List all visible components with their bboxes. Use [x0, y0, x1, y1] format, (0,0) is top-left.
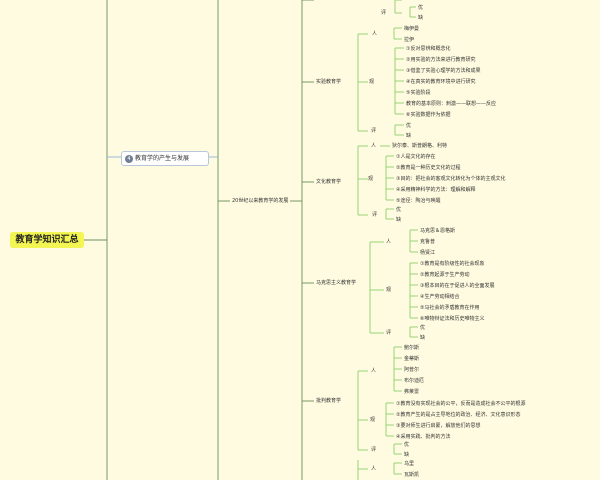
figure-item: 瓦斯凯	[404, 472, 420, 478]
figure-item: 狄尔泰、斯普朗格、利特	[392, 143, 448, 149]
figure-item: 拉伊	[404, 37, 415, 43]
assessment-item: 缺	[418, 15, 424, 21]
view-item: ①人是文化的存在	[396, 154, 436, 160]
view-item: ①教育没有实现社会的公平，反而是造成社会不公平的根源	[396, 401, 526, 407]
figures-key: 人	[386, 239, 392, 245]
views-key: 观	[368, 176, 374, 182]
views-key: 观	[386, 287, 392, 293]
view-item: ②教育是一种历史文化的过程	[396, 165, 461, 171]
view-item: ①反对思辨和概念化	[406, 46, 451, 52]
view-item: ⑥实验数据作为依据	[406, 112, 451, 118]
view-item: ③根本目的在于促进人的全面发展	[420, 283, 495, 289]
figure-item: 金蒂斯	[404, 356, 420, 362]
figure-item: 马克思＆恩格斯	[420, 228, 456, 234]
root-node[interactable]: 教育学知识汇总	[10, 232, 84, 248]
view-item: ④采用精神科学的方法：理解和解释	[396, 187, 476, 193]
assessment-key: 评	[386, 330, 392, 336]
view-item: ②教育产生的是占主导地位的政治、经济、文化意识形态	[396, 412, 521, 418]
view-item: ③要对师生进行启蒙，解放他们的思想	[396, 423, 481, 429]
figure-item: 弗莱雷	[404, 389, 420, 395]
view-item: ⑤实验阶段	[406, 90, 431, 96]
view-item: ③借鉴了实验心理学的方法和成果	[406, 68, 481, 74]
figures-key: 人	[371, 143, 377, 149]
assessment-item: 缺	[396, 217, 402, 223]
view-item: ④生产劳动相结合	[420, 294, 460, 300]
assessment-item: 优	[420, 325, 426, 331]
school-node-cultural[interactable]: 文化教育学	[316, 179, 342, 185]
figure-item: 克鲁普	[420, 239, 436, 245]
assessment-item: 优	[406, 123, 412, 129]
view-item: ⑤途径：陶冶与唤醒	[396, 198, 441, 204]
view-item: ③目的：把社会的客观文化转化为个体的主观文化	[396, 176, 506, 182]
figures-key: 人	[371, 466, 377, 472]
chapter-number-badge: 4	[125, 154, 133, 163]
figure-item: 阿普尔	[404, 367, 420, 373]
view-item: ⑥唯物辩证法和历史唯物主义	[420, 316, 485, 322]
figures-key: 人	[371, 368, 377, 374]
figure-item: 乌里	[404, 461, 415, 467]
view-item: ②用实验的方法来进行教育研究	[406, 57, 476, 63]
figures-key: 人	[372, 31, 378, 37]
assessment-item: 优	[396, 207, 402, 213]
figure-item: 布尔迪厄	[404, 378, 425, 384]
view-item: 教育的基本原则：刺激——联想——反应	[406, 101, 497, 107]
figure-item: 杨贤江	[420, 250, 436, 256]
assessment-key: 评	[372, 212, 378, 218]
assessment-key: 评	[371, 128, 377, 134]
view-item: ②教育起源于生产劳动	[420, 272, 470, 278]
school-node-critical[interactable]: 批判教育学	[316, 398, 342, 404]
assessment-item: 缺	[404, 452, 410, 458]
view-item: ④在真实的教育环境中进行研究	[406, 79, 476, 85]
assessment-item: 缺	[406, 133, 412, 139]
assessment-key: 评	[381, 10, 387, 16]
school-node-marxist[interactable]: 马克思主义教育学	[316, 280, 357, 286]
assessment-item: 优	[418, 5, 424, 11]
school-node-experimental[interactable]: 实验教育学	[316, 79, 342, 85]
chapter-label: 教育学的产生与发展	[135, 155, 190, 162]
views-key: 观	[369, 79, 375, 85]
view-item: ①教育是有阶级性的社会现象	[420, 261, 485, 267]
assessment-key: 评	[371, 447, 377, 453]
figure-item: 鲍尔斯	[404, 345, 420, 351]
assessment-item: 优	[404, 442, 410, 448]
view-item: ⑤马社会的矛盾教育在作用	[420, 305, 480, 311]
era-node[interactable]: 20世纪以来教育学的发展	[232, 198, 289, 204]
assessment-item: 缺	[420, 335, 426, 341]
figure-item: 梅伊曼	[404, 26, 420, 32]
views-key: 观	[370, 417, 376, 423]
view-item: ④采用实践、批判的方法	[396, 434, 451, 440]
